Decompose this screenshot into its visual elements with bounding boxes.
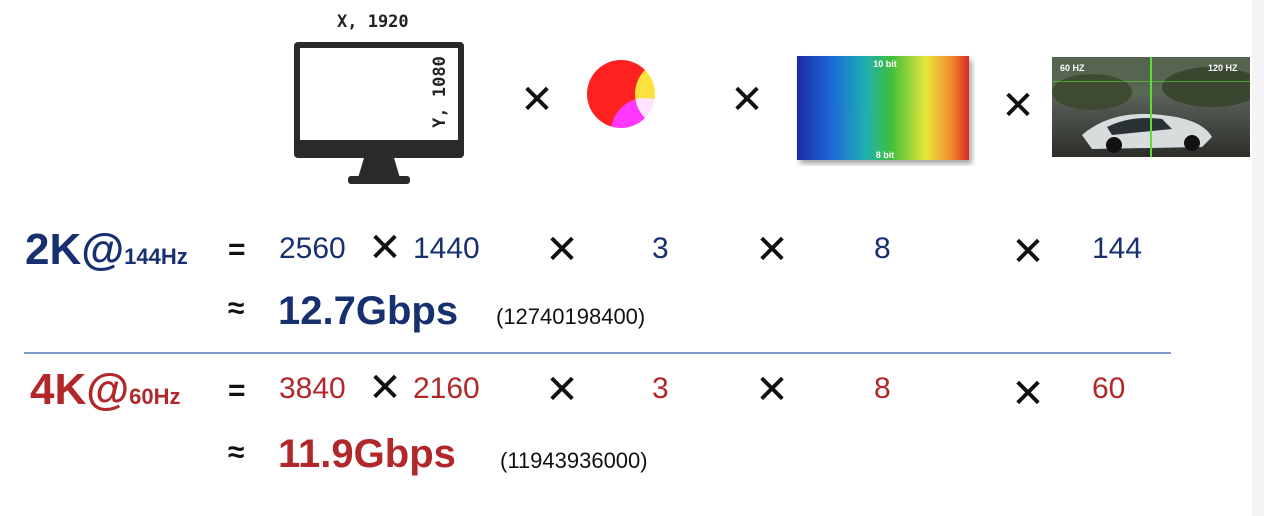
fps-value: 60 (1092, 372, 1126, 405)
times-icon: ✕ (755, 367, 789, 413)
refresh-rate-label: 144Hz (124, 244, 188, 269)
height-value: 1440 (413, 232, 480, 265)
refresh-rate-label: 60Hz (129, 384, 181, 409)
bits-value: 8 (874, 372, 891, 405)
times-icon: ✕ (545, 227, 579, 273)
rgb-color-circles-icon (587, 60, 703, 166)
times-icon: ✕ (545, 367, 579, 413)
times-icon: ✕ (368, 225, 402, 271)
times-icon: ✕ (1011, 371, 1045, 417)
monitor-x-label: X, 1920 (337, 12, 409, 32)
approx-sign: ≈ (228, 292, 245, 325)
times-icon: ✕ (368, 365, 402, 411)
approx-sign: ≈ (228, 436, 245, 469)
width-value: 2560 (279, 232, 346, 265)
resolution-label: 2K@ (25, 225, 125, 274)
times-icon: ✕ (1011, 229, 1045, 275)
row-2k-label: 2K@144Hz (25, 226, 188, 274)
bandwidth-result: 12.7Gbps (278, 289, 459, 333)
channels-value: 3 (652, 372, 669, 405)
gradient-top-label: 10 bit (873, 59, 897, 69)
bits-value: 8 (874, 232, 891, 265)
page-edge (1252, 0, 1264, 516)
game-right-label: 120 HZ (1208, 63, 1238, 73)
bandwidth-result: 11.9Gbps (278, 432, 456, 476)
times-icon: ✕ (1001, 83, 1035, 129)
times-icon: ✕ (520, 77, 554, 123)
channels-value: 3 (652, 232, 669, 265)
resolution-label: 4K@ (30, 365, 130, 414)
game-screenshot-icon (1052, 57, 1250, 157)
bit-depth-gradient-icon (797, 56, 969, 160)
bandwidth-exact: (12740198400) (496, 304, 646, 329)
equals-sign: = (228, 233, 246, 266)
width-value: 3840 (279, 372, 346, 405)
game-left-label: 60 HZ (1060, 63, 1085, 73)
fps-value: 144 (1092, 232, 1143, 265)
bandwidth-exact: (11943936000) (500, 448, 648, 473)
height-value: 2160 (413, 372, 480, 405)
monitor-y-label: Y, 1080 (430, 56, 450, 128)
row-4k-label: 4K@60Hz (30, 366, 181, 414)
times-icon: ✕ (730, 77, 764, 123)
monitor-icon (294, 42, 464, 184)
divider-line (24, 352, 1171, 354)
equals-sign: = (228, 374, 246, 407)
gradient-bottom-label: 8 bit (875, 150, 895, 160)
times-icon: ✕ (755, 227, 789, 273)
